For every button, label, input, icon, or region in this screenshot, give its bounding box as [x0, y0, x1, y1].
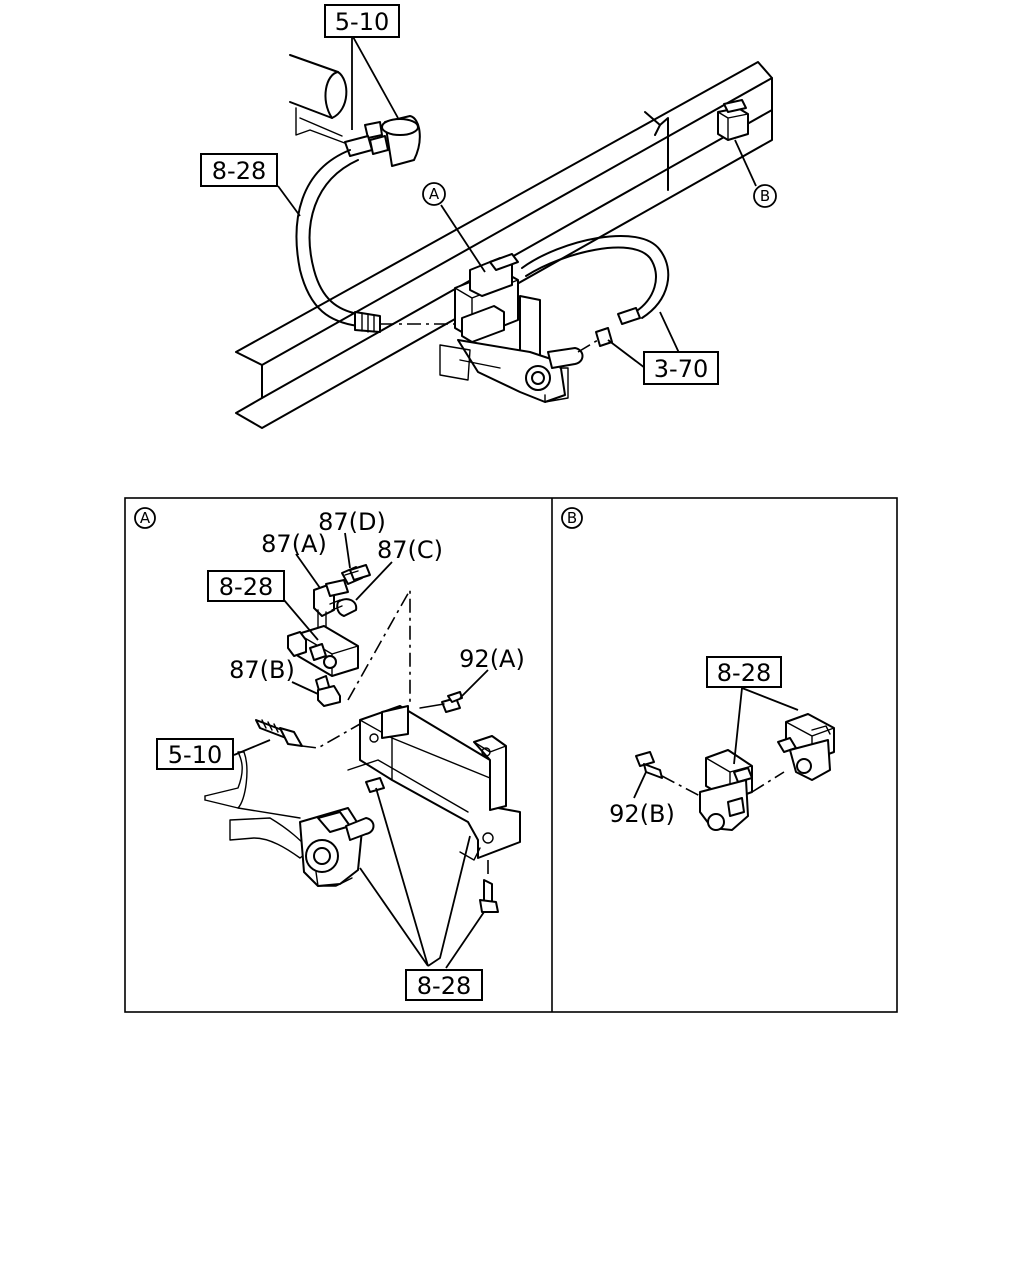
svg-text:8-28: 8-28	[219, 573, 273, 601]
callout-a-87a: 87(A)	[261, 530, 327, 558]
lower-bolt	[479, 860, 499, 913]
leader-a-87c	[355, 561, 393, 601]
callout-top-8-28: 8-28	[200, 153, 278, 187]
fitting-87c	[329, 598, 358, 617]
leader-a-5-10	[233, 739, 271, 756]
solenoid-block-a	[287, 625, 359, 677]
svg-text:8-28: 8-28	[717, 659, 771, 687]
leader-b-92b	[633, 771, 647, 799]
callout-a-87d: 87(D)	[318, 508, 386, 536]
callout-a-92a: 92(A)	[459, 645, 525, 673]
frame-rail	[235, 61, 773, 429]
valve-assembly-a	[439, 253, 584, 403]
svg-text:5-10: 5-10	[168, 741, 222, 769]
hose-8-28	[295, 149, 455, 333]
leader-b-8-28	[733, 687, 799, 765]
leader-a-8-28-top	[283, 599, 319, 641]
bolt-92a	[419, 691, 463, 713]
leader-a-87b	[291, 681, 319, 695]
svg-text:8-28: 8-28	[417, 972, 471, 1000]
nut	[365, 777, 385, 793]
fitting-87d	[341, 564, 371, 585]
callout-a-87c: 87(C)	[377, 536, 443, 564]
panel-b-title: B	[561, 507, 583, 529]
detail-panel-a: A	[134, 507, 525, 1001]
top-assembly-view: 5-10 8-28 3-70 A B	[200, 4, 777, 429]
connector-b	[717, 99, 749, 141]
svg-text:B: B	[567, 509, 577, 527]
leader-top-ref-a	[440, 204, 486, 273]
callout-a-5-10: 5-10	[156, 738, 234, 770]
fitting-87b	[315, 675, 341, 707]
leader-top-5-10	[351, 34, 399, 130]
detail-panel-b: B	[561, 507, 835, 831]
svg-text:A: A	[429, 185, 440, 203]
solenoid-valve-rear	[777, 713, 835, 781]
stud-5-10	[255, 719, 361, 749]
leader-a-87a	[295, 553, 321, 589]
svg-text:A: A	[140, 509, 151, 527]
callout-top-5-10: 5-10	[324, 4, 400, 38]
valve-body-a	[204, 751, 375, 887]
leader-top-ref-b	[734, 139, 757, 187]
leader-top-3-70	[607, 311, 681, 369]
reservoir-fitting	[344, 115, 421, 167]
mounting-bracket	[347, 586, 521, 861]
bolt-92b	[635, 751, 785, 797]
callout-a-8-28-top: 8-28	[207, 570, 285, 602]
tube-3-70	[521, 235, 670, 353]
leader-a-8-28-bottom	[359, 787, 485, 969]
svg-text:8-28: 8-28	[212, 157, 266, 185]
leader-a-87d	[344, 532, 351, 569]
svg-text:5-10: 5-10	[335, 8, 389, 36]
callout-top-3-70: 3-70	[643, 351, 719, 385]
callout-b-92b: 92(B)	[609, 800, 675, 828]
cross-member	[289, 54, 351, 146]
callout-a-87b: 87(B)	[229, 656, 295, 684]
leader-a-92a	[459, 669, 489, 699]
panel-a-title: A	[134, 507, 156, 529]
ref-circle-top-b: B	[753, 184, 777, 208]
leader-top-8-28	[277, 185, 301, 217]
svg-text:3-70: 3-70	[654, 355, 708, 383]
callout-b-8-28: 8-28	[706, 656, 782, 688]
callout-a-8-28-bottom: 8-28	[405, 969, 483, 1001]
solenoid-valve-front	[699, 749, 753, 831]
svg-text:B: B	[760, 187, 770, 205]
ref-circle-top-a: A	[422, 182, 446, 206]
detail-frame	[124, 497, 898, 1013]
